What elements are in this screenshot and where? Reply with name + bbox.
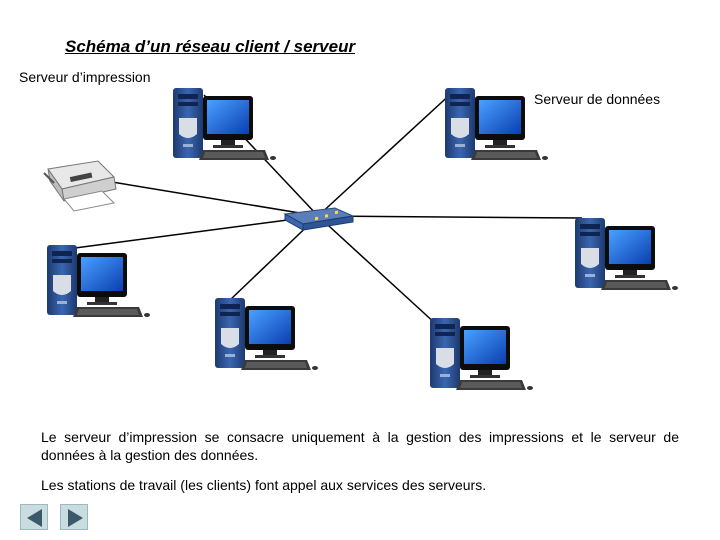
triangle-right-icon [68, 509, 83, 527]
cable-workstation-1 [74, 215, 319, 249]
description-paragraph-1: Le serveur d’impression se consacre uniq… [41, 429, 679, 463]
network-switch-icon [283, 207, 355, 231]
cable-data-server [317, 89, 456, 217]
cable-workstation-4 [317, 215, 583, 219]
client-workstation-1-icon [47, 245, 150, 317]
client-workstation-3-icon [430, 318, 533, 390]
client-workstation-4-icon [575, 218, 678, 290]
triangle-left-icon [27, 509, 42, 527]
description: Le serveur d’impression se consacre uniq… [41, 428, 679, 506]
previous-slide-button[interactable] [20, 504, 48, 530]
print-server-label: Serveur d’impression [19, 69, 151, 85]
diagram-title: Schéma d’un réseau client / serveur [65, 37, 356, 56]
print-server-computer-icon [173, 88, 276, 160]
data-server-label: Serveur de données [534, 91, 661, 107]
cable-workstation-3 [317, 215, 438, 326]
next-slide-button[interactable] [60, 504, 88, 530]
description-paragraph-2: Les stations de travail (les clients) fo… [41, 477, 487, 493]
printer-icon [43, 160, 117, 212]
cable-printer [99, 179, 319, 217]
network-diagram [43, 88, 678, 390]
data-server-computer-icon [445, 88, 548, 160]
client-workstation-2-icon [215, 298, 318, 370]
